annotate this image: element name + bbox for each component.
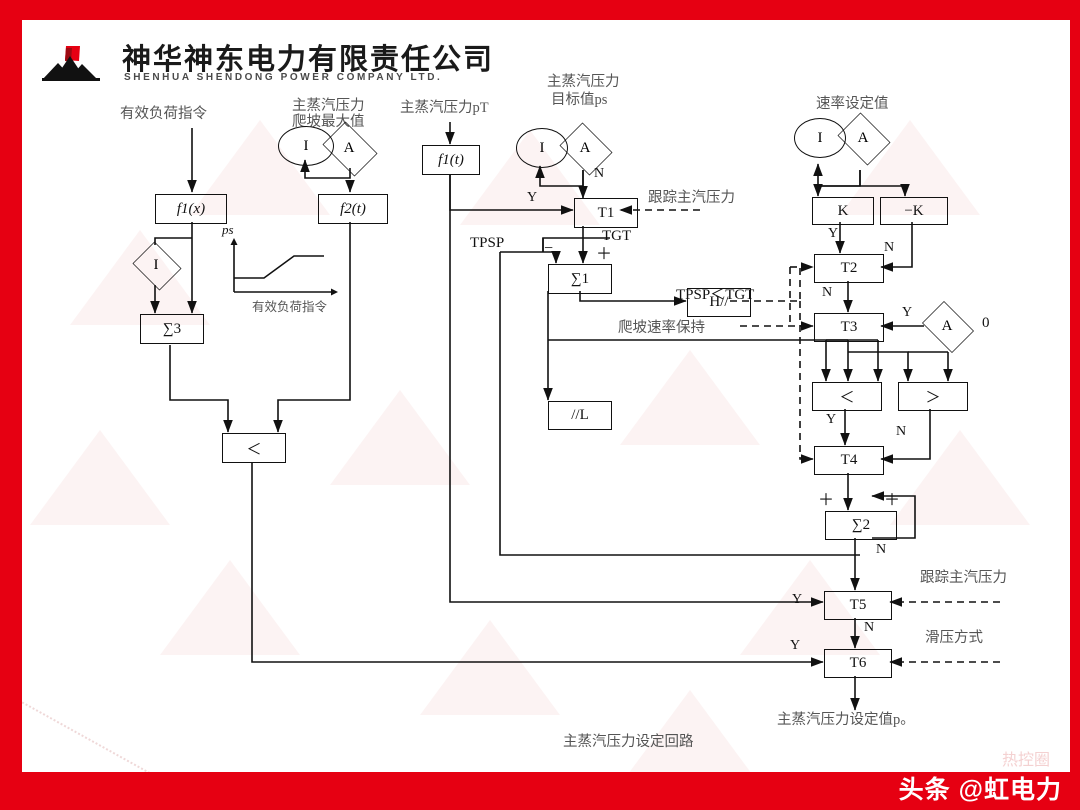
node-a4-label: A [857, 129, 869, 146]
node-sum3[interactable]: ∑3 [140, 314, 204, 344]
footer-tag: 头条 @虹电力 [898, 776, 1062, 804]
banner-top [0, 0, 1080, 20]
branch-label-y1: Y [527, 190, 538, 205]
watermark-triangle [330, 390, 470, 485]
node-a2-label: A [343, 139, 355, 156]
sign-plus-1: ＋ [596, 246, 613, 263]
branch-label-n6: N [864, 620, 875, 635]
shenhua-shendong-logo [36, 36, 116, 82]
branch-label-y5: Y [792, 592, 803, 607]
node-i2-ellipse[interactable]: I [516, 128, 568, 168]
label-sliding-pressure-mode: 滑压方式 [925, 630, 983, 646]
node-sum1[interactable]: ∑1 [548, 264, 612, 294]
banner-bottom [0, 772, 1080, 810]
node-a1-diamond[interactable]: I [130, 241, 182, 291]
node-a5-label: A [941, 317, 953, 334]
company-name-en: SHENHUA SHENDONG POWER COMPANY LTD. [124, 72, 443, 83]
label-steam-pressure-pt: 主蒸汽压力pT [400, 100, 489, 116]
node-k-negative[interactable]: −K [880, 197, 948, 225]
node-i3-ellipse[interactable]: I [794, 118, 846, 158]
node-less-than-2[interactable]: ＜ [812, 382, 882, 411]
footer-watermark: 热控圈 [1001, 752, 1050, 769]
company-name-cn: 神华神东电力有限责任公司 [122, 44, 495, 76]
node-f2t[interactable]: f2(t) [318, 194, 388, 224]
node-t4[interactable]: T4 [814, 446, 884, 475]
watermark-triangle [30, 430, 170, 525]
inset-x-axis-label: 有效负荷指令 [252, 300, 328, 314]
node-f1x[interactable]: f1(x) [155, 194, 227, 224]
label-tgt: TGT [602, 228, 632, 244]
node-i1-ellipse[interactable]: I [278, 126, 334, 166]
node-t2[interactable]: T2 [814, 254, 884, 283]
branch-label-y2: Y [828, 226, 839, 241]
label-rate-setpoint: 速率设定值 [816, 96, 889, 112]
node-greater-than[interactable]: ＞ [898, 382, 968, 411]
node-f1t[interactable]: f1(t) [422, 145, 480, 175]
node-sum2[interactable]: ∑2 [825, 511, 897, 540]
banner-left [0, 0, 22, 810]
sign-minus-1: − [544, 240, 554, 257]
branch-label-n5: N [876, 542, 887, 557]
branch-label-n1: N [594, 166, 605, 181]
node-slash-l[interactable]: //L [548, 401, 612, 430]
label-steam-target-line2: 目标值ps [551, 92, 608, 108]
watermark-triangle [620, 350, 760, 445]
branch-label-n4: N [896, 424, 907, 439]
branch-label-n2: N [884, 240, 895, 255]
node-less-than-1[interactable]: ＜ [222, 433, 286, 463]
node-t6[interactable]: T6 [824, 649, 892, 678]
label-tpsp-lt-tgt: TPSP＜TGT [676, 287, 755, 303]
label-track-steam-pressure-2: 跟踪主汽压力 [920, 570, 1007, 586]
watermark-triangle [890, 430, 1030, 525]
watermark-triangle [420, 620, 560, 715]
branch-label-n3: N [822, 285, 833, 300]
label-zero: 0 [982, 315, 990, 331]
label-steam-target-line1: 主蒸汽压力 [547, 74, 620, 90]
label-ramp-rate-hold: 爬坡速率保持 [618, 320, 705, 336]
node-a5-diamond[interactable]: A [918, 301, 976, 353]
branch-label-y4: Y [826, 412, 837, 427]
branch-label-y6: Y [790, 638, 801, 653]
label-steam-ramp-max-line1: 主蒸汽压力 [292, 98, 365, 114]
branch-label-y3: Y [902, 305, 913, 320]
node-t3[interactable]: T3 [814, 313, 884, 342]
node-a3-diamond[interactable]: A [556, 122, 614, 176]
sign-plus-2: ＋ [818, 492, 835, 509]
node-a2-diamond[interactable]: A [318, 121, 380, 177]
node-a3-label: A [579, 139, 591, 156]
node-a4-diamond[interactable]: A [834, 112, 892, 166]
banner-right [1070, 0, 1080, 810]
label-tpsp: TPSP [470, 235, 505, 251]
node-t5[interactable]: T5 [824, 591, 892, 620]
inset-y-axis-label: ps [222, 222, 234, 237]
label-load-command: 有效负荷指令 [120, 106, 207, 122]
node-t1[interactable]: T1 [574, 198, 638, 228]
node-a1-label: I [153, 256, 159, 273]
watermark-triangle [160, 560, 300, 655]
sign-plus-3: ＋ [884, 492, 901, 509]
node-k-positive[interactable]: K [812, 197, 874, 225]
node-h-slash[interactable]: H// [687, 288, 751, 317]
inset-curve-chart [222, 236, 342, 303]
label-track-steam-pressure-1: 跟踪主汽压力 [648, 190, 735, 206]
label-diagram-title: 主蒸汽压力设定回路 [563, 734, 694, 750]
label-output: 主蒸汽压力设定值p。 [777, 712, 915, 728]
